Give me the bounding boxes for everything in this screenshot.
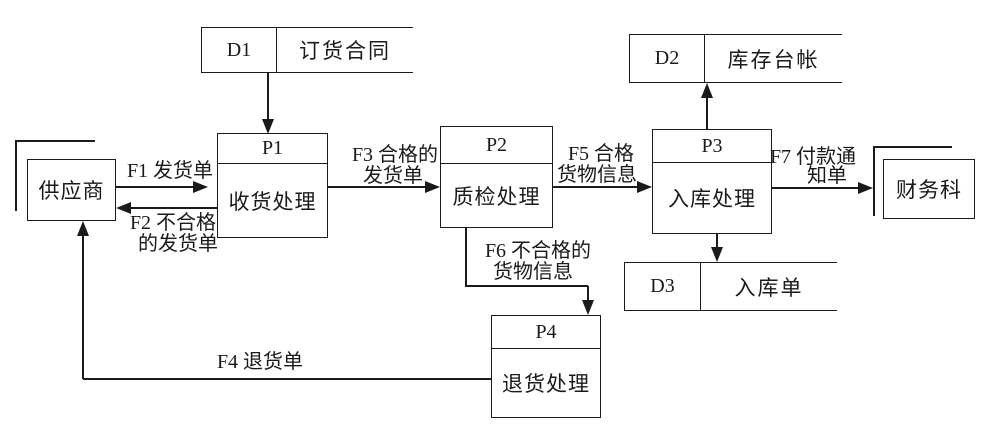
entity-finance-shadow-line (873, 146, 875, 216)
arrowhead-down-icon (262, 119, 274, 134)
flow-f2-label-line2: 的发货单 (138, 233, 218, 255)
process-p2: P2 质检处理 (440, 126, 553, 228)
process-p2-id: P2 (441, 127, 552, 164)
flow-d1-to-p1-line (267, 73, 269, 119)
entity-supplier-shadow-line (15, 140, 95, 142)
store-d2: D2 库存台帐 (629, 34, 842, 83)
process-p1-label: 收货处理 (228, 189, 317, 214)
store-d1-label: 订货合同 (299, 39, 391, 63)
flow-f2-label-line1: F2 不合格 (129, 212, 217, 234)
entity-supplier: 供应商 (27, 159, 116, 221)
flow-f1-line (116, 186, 194, 188)
process-p1-id: P1 (218, 134, 327, 164)
flow-p3-to-d2-line (706, 97, 708, 129)
entity-supplier-label: 供应商 (38, 179, 105, 203)
process-p3-id: P3 (653, 130, 771, 163)
store-d1: D1 订货合同 (201, 27, 413, 73)
arrowhead-up-icon (701, 83, 713, 98)
flow-f1-label: F1 发货单 (126, 160, 214, 182)
flow-f3-label-line2: 发货单 (363, 165, 423, 187)
arrowhead-down-icon (582, 300, 594, 315)
entity-finance-label: 财务科 (896, 178, 962, 202)
arrowhead-left-icon (116, 202, 131, 214)
store-d2-id: D2 (630, 35, 705, 82)
process-p2-label: 质检处理 (452, 184, 541, 209)
flow-f4-label: F4 退货单 (216, 351, 304, 373)
store-d3-label: 入库单 (734, 275, 804, 300)
flow-f6-line (465, 228, 467, 286)
flow-f3-label-line1: F3 合格的 (351, 144, 439, 166)
entity-finance: 财务科 (883, 159, 975, 219)
flow-f7-line (772, 187, 858, 189)
flow-f6-label-line2: 货物信息 (493, 261, 573, 283)
flow-f2-line (131, 207, 217, 209)
flow-f7-label-line2: 知单 (807, 165, 847, 187)
process-p4-label: 退货处理 (502, 372, 590, 396)
flow-f6-label-line1: F6 不合格的 (484, 240, 592, 262)
entity-finance-shadow-line (873, 146, 952, 148)
arrowhead-right-icon (193, 181, 208, 193)
arrowhead-down-icon (711, 247, 723, 262)
flow-f5-label-line1: F5 合格 (567, 143, 635, 165)
store-d3: D3 入库单 (624, 262, 837, 311)
arrowhead-right-icon (858, 182, 873, 194)
flow-f5-line (553, 186, 637, 188)
flow-f6-line (587, 286, 589, 301)
flow-f7-label-line1: F7 付款通 (769, 146, 857, 168)
arrowhead-right-icon (637, 181, 652, 193)
process-p3-label: 入库处理 (668, 187, 756, 211)
flow-p3-to-d3-line (716, 234, 718, 248)
store-d3-id: D3 (625, 263, 701, 310)
store-d1-id: D1 (202, 28, 277, 72)
arrowhead-right-icon (425, 181, 440, 193)
flow-f5-label-line2: 货物信息 (557, 164, 637, 186)
entity-supplier-shadow-line (15, 140, 17, 211)
flow-f4-line (82, 235, 84, 379)
process-p3: P3 入库处理 (652, 129, 772, 234)
process-p1: P1 收货处理 (217, 133, 328, 238)
store-d2-label: 库存台帐 (727, 47, 820, 72)
flow-f3-line (328, 186, 426, 188)
process-p4: P4 退货处理 (491, 315, 601, 418)
flow-f6-line (465, 285, 588, 287)
process-p4-id: P4 (492, 316, 600, 349)
arrowhead-up-icon (77, 221, 89, 236)
flow-f4-line (83, 378, 491, 380)
